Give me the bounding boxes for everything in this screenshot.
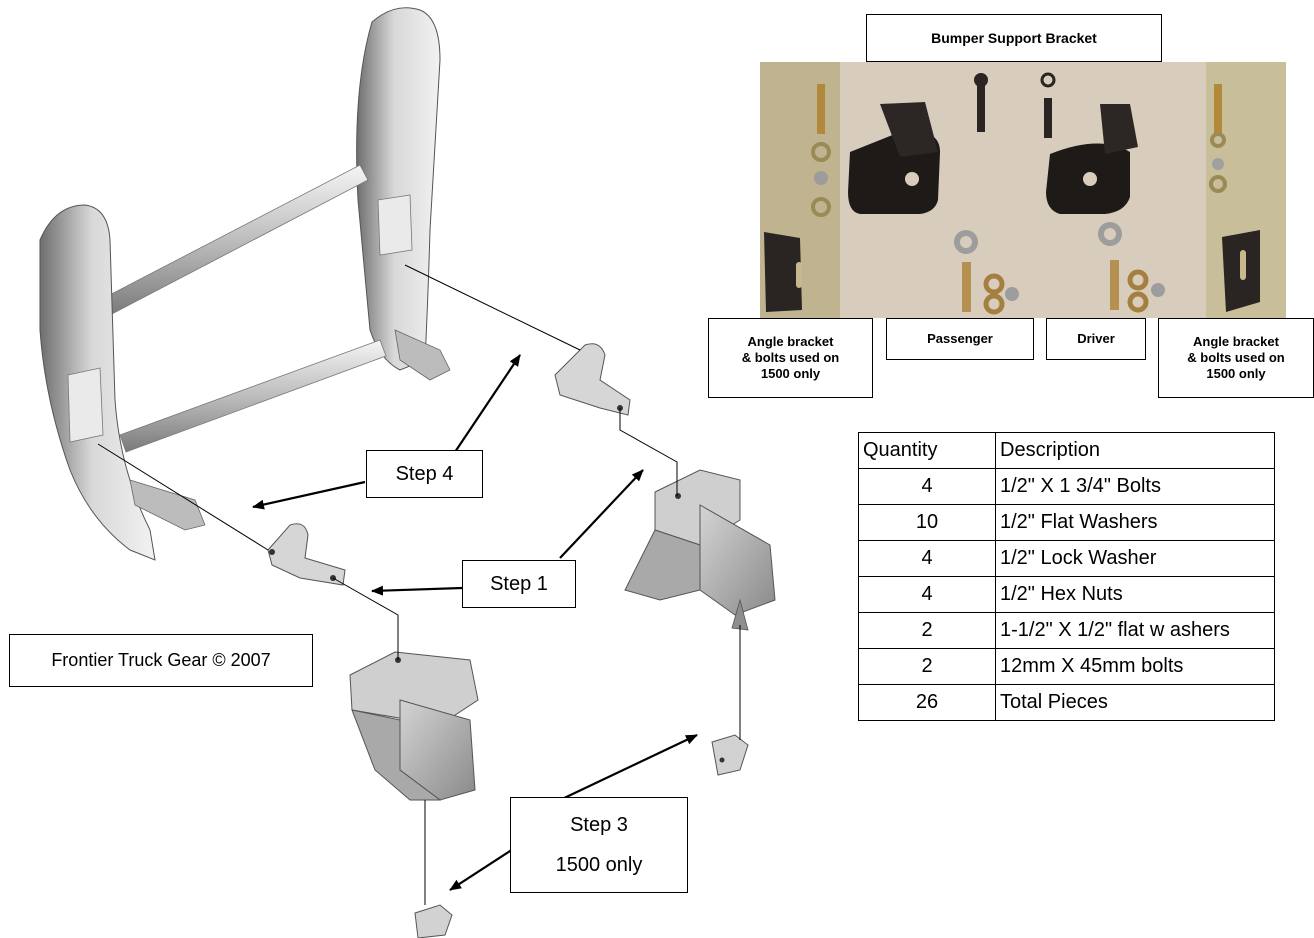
angle-bracket-left-callout: Angle bracket & bolts used on 1500 only <box>708 318 873 398</box>
step3-sublabel: 1500 only <box>555 854 643 876</box>
lower-support-bracket <box>267 523 346 586</box>
table-row: 4 1/2" X 1 3/4" Bolts <box>858 468 1275 505</box>
step4-label: Step 4 <box>395 462 454 485</box>
step1-label: Step 1 <box>490 572 548 595</box>
parts-photo <box>760 62 1286 318</box>
cross-rods <box>99 164 387 453</box>
angle-left-line3: 1500 only <box>760 366 821 381</box>
table-row: 26 Total Pieces <box>858 684 1275 721</box>
table-row: 10 1/2" Flat Washers <box>858 504 1275 541</box>
qty-cell: 2 <box>858 612 996 649</box>
angle-right-line1: Angle bracket <box>1193 334 1279 349</box>
step1-callout: Step 1 <box>462 560 576 608</box>
table-row: 4 1/2" Lock Washer <box>858 540 1275 577</box>
angle-left-line1: Angle bracket <box>747 334 834 349</box>
driver-callout: Driver <box>1046 318 1146 360</box>
step4-callout: Step 4 <box>366 450 483 498</box>
step3-callout: Step 3 1500 only <box>510 797 688 893</box>
copyright-text: Frontier Truck Gear © 2007 <box>51 650 271 670</box>
qty-cell: 4 <box>858 576 996 613</box>
qty-cell: 2 <box>858 648 996 685</box>
left-upright-plate <box>39 204 206 561</box>
copyright-box: Frontier Truck Gear © 2007 <box>9 634 313 687</box>
qty-cell: 4 <box>858 540 996 577</box>
right-upright-plate <box>356 7 451 381</box>
driver-label: Driver <box>1077 331 1115 346</box>
left-frame-box <box>349 651 479 801</box>
assembly-lines <box>97 264 741 905</box>
bumper-support-bracket-callout: Bumper Support Bracket <box>866 14 1162 62</box>
angle-right-line2: & bolts used on <box>1187 350 1285 365</box>
left-angle-bracket <box>414 904 453 938</box>
parts-photo-art <box>760 62 1286 318</box>
description-header: Description <box>995 432 1275 469</box>
desc-cell: 1/2" Lock Washer <box>995 540 1275 577</box>
right-angle-bracket <box>711 734 749 776</box>
desc-cell: 12mm X 45mm bolts <box>995 648 1275 685</box>
table-row: 4 1/2" Hex Nuts <box>858 576 1275 613</box>
angle-bracket-right-callout: Angle bracket & bolts used on 1500 only <box>1158 318 1314 398</box>
step3-label: Step 3 <box>570 814 628 836</box>
desc-cell: 1/2" Flat Washers <box>995 504 1275 541</box>
table-header-row: Quantity Description <box>858 432 1275 469</box>
desc-cell: 1-1/2" X 1/2" flat w ashers <box>995 612 1275 649</box>
qty-cell: 4 <box>858 468 996 505</box>
desc-cell: Total Pieces <box>995 684 1275 721</box>
quantity-header: Quantity <box>858 432 996 469</box>
table-row: 2 1-1/2" X 1/2" flat w ashers <box>858 612 1275 649</box>
desc-cell: 1/2" Hex Nuts <box>995 576 1275 613</box>
passenger-callout: Passenger <box>886 318 1034 360</box>
callout-arrows <box>252 61 1109 891</box>
right-frame-box <box>624 469 776 631</box>
table-row: 2 12mm X 45mm bolts <box>858 648 1275 685</box>
desc-cell: 1/2" X 1 3/4" Bolts <box>995 468 1275 505</box>
parts-table: Quantity Description 4 1/2" X 1 3/4" Bol… <box>858 432 1275 721</box>
qty-cell: 26 <box>858 684 996 721</box>
qty-cell: 10 <box>858 504 996 541</box>
angle-left-line2: & bolts used on <box>741 350 840 365</box>
bumper-support-bracket-label: Bumper Support Bracket <box>931 30 1097 46</box>
passenger-label: Passenger <box>927 331 993 346</box>
upper-support-bracket <box>554 343 631 416</box>
angle-right-line3: 1500 only <box>1206 366 1266 381</box>
